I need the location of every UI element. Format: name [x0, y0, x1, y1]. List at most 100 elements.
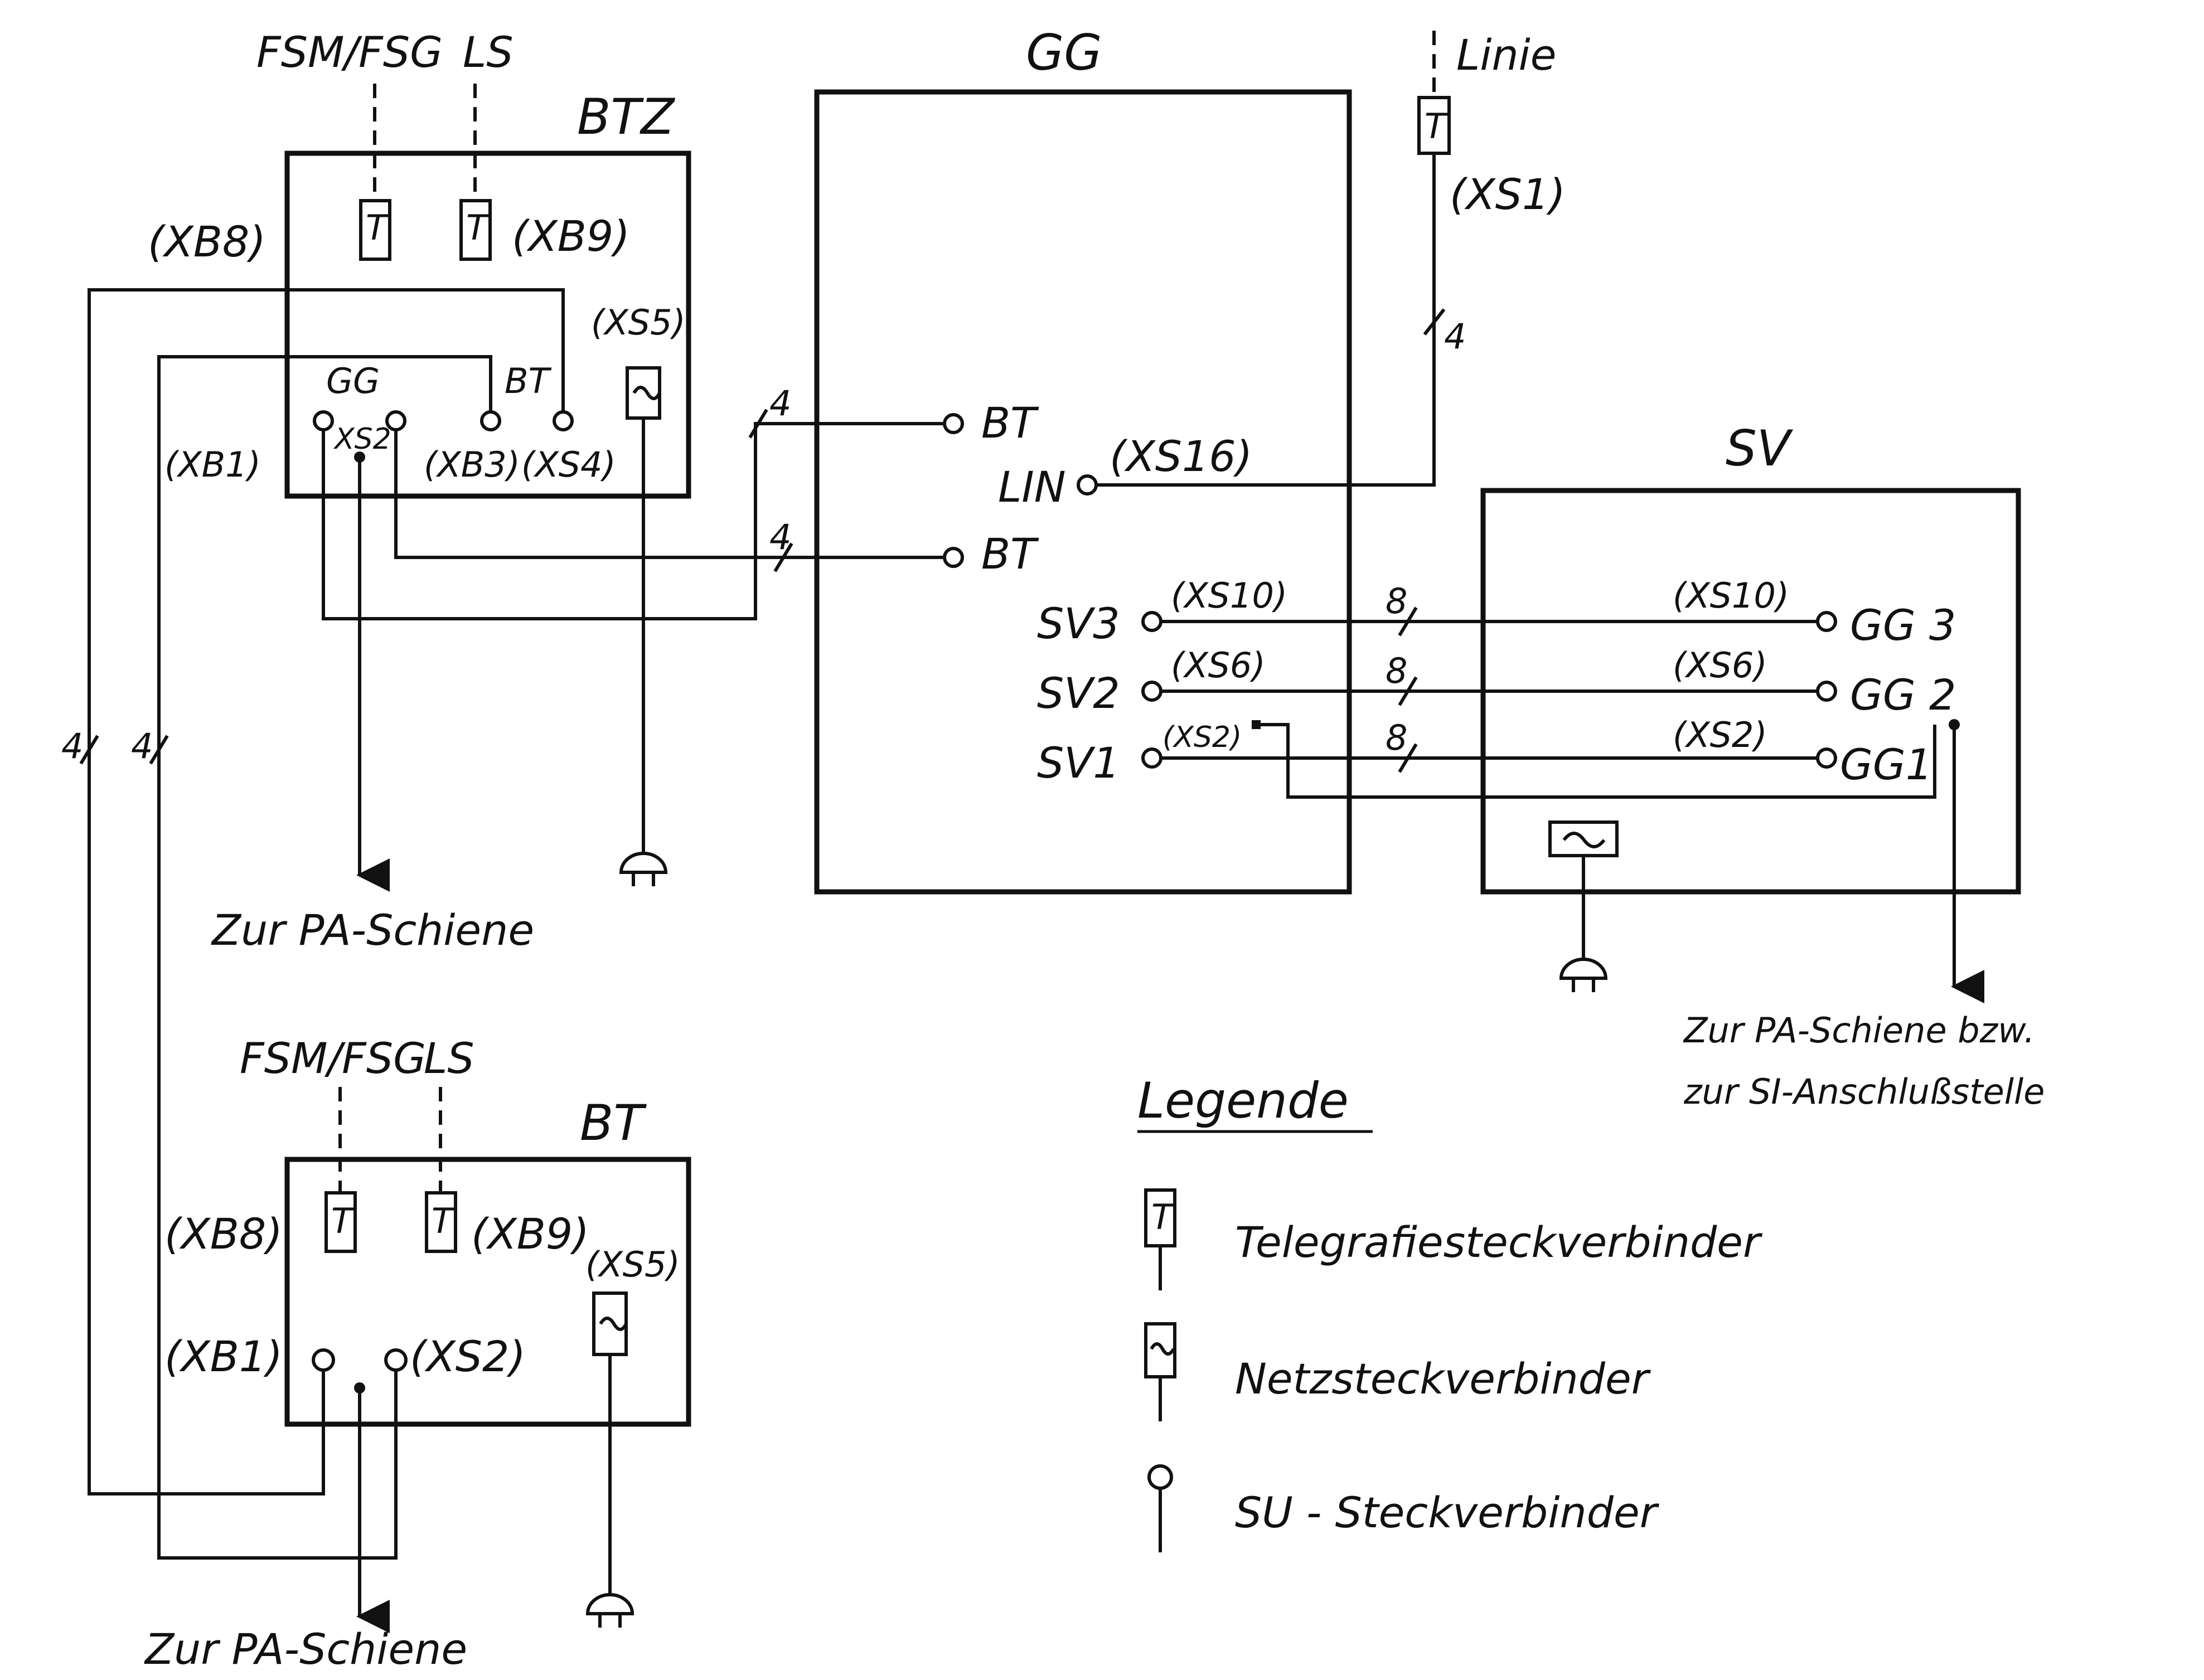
left-inner-count: 4 [131, 726, 153, 766]
btz-gg-label: GG [326, 361, 380, 401]
bt-telegraph-connector-xb9-icon: T [425, 1191, 457, 1253]
sv-pa-label-line1: Zur PA-Schiene bzw. [1683, 1010, 2035, 1051]
btz-telegraph-connector-xb8-icon: T [359, 199, 391, 261]
btz-xb3-pin [480, 410, 501, 431]
gg-bt-top-label: BT [981, 398, 1039, 448]
legend-item-su-label: SU - Steckverbinder [1235, 1488, 1660, 1537]
legend-title: Legende [1137, 1072, 1349, 1129]
gg-lin-pin [1077, 474, 1098, 496]
svg-text:T: T [1151, 1197, 1175, 1237]
btz-gg-pin-left [313, 410, 334, 431]
btz-xs4-pin [553, 410, 574, 431]
mains-connector-icon [1144, 1322, 1176, 1421]
svg-text:T: T [1425, 106, 1448, 147]
wire-count-marks: 4 4 8 8 8 4 4 [61, 308, 1446, 773]
sv-title: SV [1726, 420, 1794, 477]
gg-block: GG BT LIN (XS16) BT SV3 SV2 SV1 (XS10) (… [814, 24, 1352, 895]
wiring [88, 153, 1984, 1633]
gg-sv3-label: SV3 [1037, 599, 1120, 648]
bt-xb9-label: (XB9) [471, 1209, 589, 1259]
sv-xs2-label: (XS2) [1673, 715, 1767, 755]
btz-bt-pin-lead [157, 355, 492, 1560]
legend-item-mains-label: Netzsteckverbinder [1235, 1354, 1651, 1404]
sv1-tick [1398, 743, 1418, 773]
linie-telegraph-connector-icon: T [1417, 96, 1451, 155]
gg-xs2-label: (XS2) [1162, 721, 1242, 754]
gg-lin-label: LIN [998, 462, 1066, 512]
btz-xs5-label: (XS5) [591, 302, 686, 343]
su-connector-icon [1147, 1464, 1173, 1552]
btz-pa-label: Zur PA-Schiene [211, 905, 534, 955]
btz-xb9-label: (XB9) [512, 211, 630, 261]
btz-xb8-label: (XB8) [148, 217, 266, 266]
left-inner-tick [149, 735, 169, 765]
gg-sv2-pin [1141, 681, 1162, 702]
bt-xs2-label: (XS2) [410, 1332, 526, 1381]
sv3-tick [1398, 606, 1418, 637]
btz-gg-bottom-count: 4 [769, 517, 791, 557]
bt-block: BT FSM/FSG LS T T (XB8) (XB9) (XS5) (XB1… [164, 1033, 691, 1427]
btz-fsm-fsg-label: FSM/FSG [256, 27, 443, 77]
btz-xs4-pin-lead [88, 288, 565, 1496]
gg-title: GG [1026, 24, 1102, 81]
bt-mains-connector-icon [592, 1291, 628, 1356]
gg-sv1-pin [1141, 747, 1162, 769]
btz-bt-label: BT [505, 361, 552, 401]
sv-pa-link-wire [1257, 723, 1936, 799]
bt-xs5-label: (XS5) [585, 1244, 680, 1285]
sv2-tick [1398, 676, 1418, 706]
left-outer-tick [79, 735, 99, 765]
bt-ls-label: LS [424, 1033, 474, 1083]
linie-tick [1423, 308, 1446, 336]
sv-gg3-label: GG 3 [1850, 600, 1956, 650]
gg-xs2-junction [1252, 720, 1261, 729]
left-outer-count: 4 [61, 726, 83, 766]
sv-pa-label-line2: zur SI-Anschlußstelle [1683, 1071, 2045, 1112]
linie-wire-count: 4 [1444, 316, 1466, 357]
sv-gg2-label: GG 2 [1850, 670, 1956, 720]
bt-pa-label: Zur PA-Schiene [144, 1624, 467, 1674]
gg-sv3-pin [1141, 611, 1162, 632]
btz-gg-pin-right [385, 410, 406, 431]
btz-gg-bottom-tick [773, 542, 793, 572]
sv-xs10-label: (XS10) [1673, 575, 1789, 616]
gg-sv2-label: SV2 [1037, 668, 1120, 718]
gg-sv1-label: SV1 [1037, 738, 1120, 788]
svg-text:T: T [432, 1201, 455, 1241]
btz-gg-left-to-gg-bt [322, 421, 953, 620]
linie-xs1-label: (XS1) [1450, 169, 1566, 219]
btz-gg-top-count: 4 [769, 383, 791, 424]
linie-label: Linie [1456, 30, 1557, 80]
svg-text:T: T [366, 207, 389, 248]
bt-xb1-label: (XB1) [164, 1332, 283, 1381]
bt-title: BT [580, 1094, 647, 1152]
btz-xs4-label: (XS4) [521, 444, 616, 485]
sv-mains-connector-icon [1548, 820, 1619, 857]
sv1-count: 8 [1386, 717, 1407, 758]
linie-connection: Linie T (XS1) 4 [1417, 30, 1566, 357]
bt-pa-junction [354, 1382, 365, 1393]
bt-xb8-label: (XB8) [164, 1209, 283, 1259]
svg-text:T: T [466, 207, 490, 248]
bt-xs2-pin [384, 1348, 408, 1372]
sv-xs6-label: (XS6) [1673, 645, 1767, 686]
svg-text:T: T [331, 1201, 355, 1241]
sv-pa-junction [1949, 719, 1960, 730]
sv-block: SV (XS10) (XS6) (XS2) GG 3 GG 2 GG1 Zur … [1480, 420, 2045, 1112]
sv-gg3-pin [1816, 611, 1837, 632]
mains-plug-bt-icon [585, 1593, 634, 1628]
sv-gg1-pin [1816, 747, 1837, 769]
btz-xb1-label: (XB1) [164, 444, 261, 485]
gg-xs6-label: (XS6) [1171, 645, 1266, 686]
bt-xb1-pin [312, 1348, 335, 1372]
btz-pa-junction [354, 451, 365, 463]
sv-gg2-pin [1816, 681, 1837, 702]
mains-plug-btz-icon [619, 852, 668, 886]
btz-xs2-label: XS2 [333, 423, 391, 456]
bt-telegraph-connector-xb8-icon: T [324, 1191, 357, 1253]
btz-gg-top-tick [748, 409, 768, 439]
btz-xb3-label: (XB3) [424, 444, 520, 485]
btz-box [284, 150, 691, 499]
btz-ls-label: LS [463, 27, 514, 77]
